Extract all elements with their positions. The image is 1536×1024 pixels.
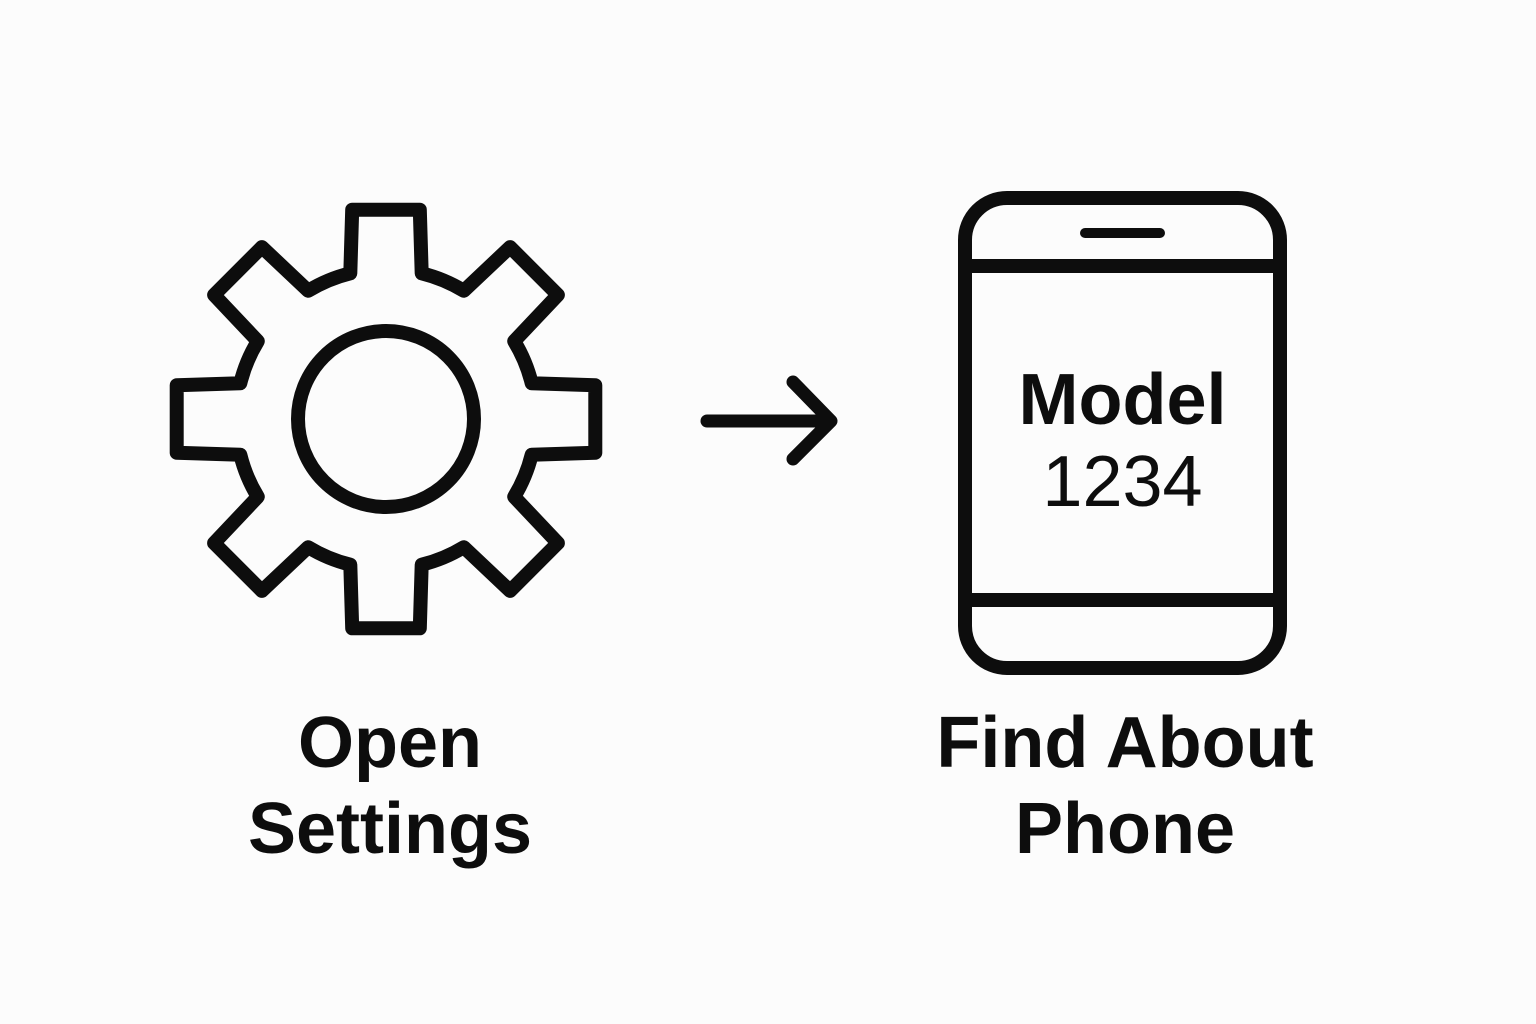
step-label-open-settings: Open Settings [170, 700, 610, 872]
step-label-line: Open [297, 703, 482, 783]
arrow-right-icon [695, 370, 845, 470]
gear-icon [160, 195, 610, 645]
step-label-find-about-phone: Find About Phone [870, 700, 1380, 872]
step-label-line: Phone [1014, 789, 1235, 869]
step-label-line: Find About [936, 703, 1314, 783]
phone-screen-model-label: Model [1018, 360, 1227, 440]
phone-icon: Model 1234 [955, 188, 1290, 678]
step-label-line: Settings [247, 789, 533, 869]
phone-screen-model-number: 1234 [1042, 442, 1203, 522]
